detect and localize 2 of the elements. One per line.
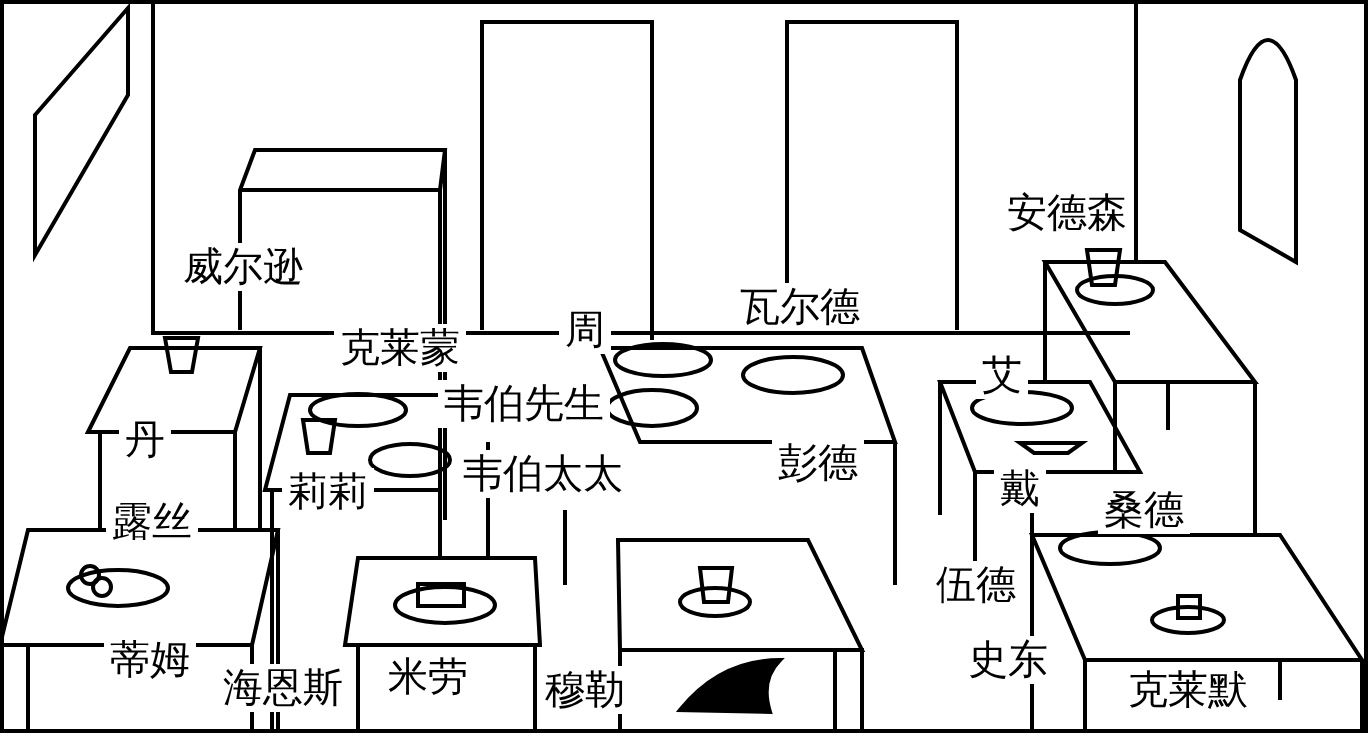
name-label: 韦伯先生 [438, 380, 610, 428]
name-label: 克莱蒙 [334, 324, 466, 372]
